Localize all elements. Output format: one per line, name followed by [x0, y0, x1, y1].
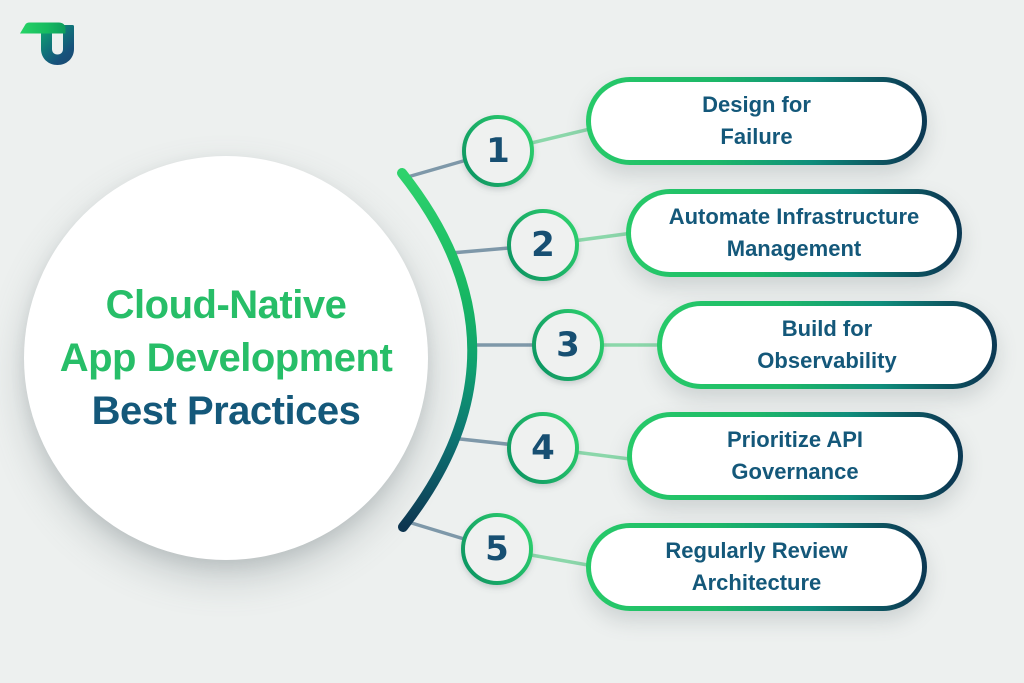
- step-pill-2: Automate Infrastructure Management: [626, 189, 962, 277]
- step-pill-1: Design for Failure: [586, 77, 927, 165]
- step-number-1: 1: [486, 131, 510, 171]
- step-number-2: 2: [531, 225, 555, 265]
- headline-line-2: App Development: [59, 335, 393, 380]
- headline-line-1: Cloud-Native: [105, 282, 347, 327]
- step-pill-4: Prioritize API Governance: [627, 412, 963, 500]
- step-5-label-line-2: Architecture: [691, 570, 822, 595]
- step-4-label-line-2: Governance: [731, 459, 859, 484]
- step-5-label-line-1: Regularly Review: [665, 538, 848, 563]
- step-number-3: 3: [556, 325, 580, 365]
- step-1-label-line-1: Design for: [702, 92, 811, 117]
- logo-u-shape: [41, 25, 74, 65]
- step-3-label-line-2: Observability: [757, 348, 897, 373]
- step-3-label-line-1: Build for: [781, 316, 873, 341]
- step-ring-2: [507, 209, 579, 281]
- logo-t-bar: [20, 22, 66, 34]
- curve-arc: [397, 168, 478, 532]
- step-1-label-line-2: Failure: [720, 124, 793, 149]
- step-2-label-line-2: Management: [726, 236, 862, 261]
- headline-line-3: Best Practices: [91, 388, 361, 433]
- step-4-label-line-1: Prioritize API: [726, 427, 864, 452]
- step-pill-3: Build for Observability: [657, 301, 997, 389]
- step-ring-4: [507, 412, 579, 484]
- tu-monogram-logo: [20, 22, 74, 65]
- step-2-label-line-1: Automate Infrastructure: [668, 204, 920, 229]
- step-ring-1: [462, 115, 534, 187]
- step-number-4: 4: [531, 428, 555, 468]
- step-pill-5: Regularly Review Architecture: [586, 523, 927, 611]
- step-number-5: 5: [485, 529, 509, 569]
- headline: Cloud-Native App Development Best Practi…: [60, 279, 393, 438]
- step-ring-5: [461, 513, 533, 585]
- step-ring-3: [532, 309, 604, 381]
- headline-circle: Cloud-Native App Development Best Practi…: [24, 156, 428, 560]
- step-number-rings: [461, 115, 604, 585]
